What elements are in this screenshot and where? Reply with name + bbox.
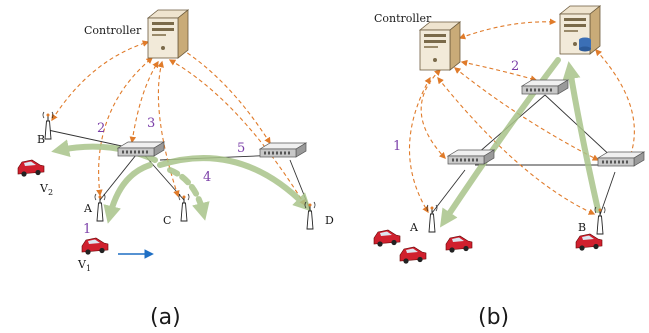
switch-b-left <box>447 149 495 165</box>
controller-server-a <box>147 9 189 59</box>
node-label-a-b: A <box>409 221 419 234</box>
node-label-b: B <box>37 133 45 146</box>
vehicle-v2 <box>17 159 45 178</box>
step-number-a-4: 4 <box>203 170 211 185</box>
panel-b: Controller A B 1 2 (b) <box>373 5 645 330</box>
vehicle-b-1 <box>373 229 401 248</box>
switch-b-top <box>521 79 569 95</box>
step-number-b-2: 2 <box>511 59 519 74</box>
controller-label-a: Controller <box>84 24 142 37</box>
step-number-a-5: 5 <box>237 141 245 156</box>
step-number-a-3: 3 <box>147 116 155 131</box>
switch-a-center <box>117 141 165 157</box>
access-point-c <box>178 193 190 222</box>
caption-b: (b) <box>478 305 509 330</box>
step-number-b-1: 1 <box>393 139 401 154</box>
database-server <box>559 5 601 55</box>
node-label-a: A <box>83 202 93 215</box>
step-number-a-1: 1 <box>83 222 91 237</box>
vehicle-label-v2: V2 <box>39 182 53 197</box>
vehicle-b-3 <box>445 235 473 254</box>
panel-a: Controller B A C D V2 V1 1 2 3 4 5 (a) <box>17 9 334 330</box>
caption-a: (a) <box>150 305 181 330</box>
node-label-d: D <box>325 214 334 227</box>
vehicle-b-2 <box>399 246 427 265</box>
node-label-b-b: B <box>578 221 586 234</box>
control-links-b <box>408 18 635 215</box>
node-label-c: C <box>163 214 171 227</box>
access-point-a <box>94 193 106 222</box>
step-number-a-2: 2 <box>97 121 105 136</box>
vehicle-label-v1: V1 <box>77 258 91 273</box>
control-links-a <box>51 40 306 207</box>
vehicle-v1 <box>81 237 109 256</box>
flow-arrows-b <box>440 57 601 228</box>
switch-b-right <box>597 151 645 167</box>
vehicle-b-4 <box>575 233 603 252</box>
controller-label-b: Controller <box>374 12 432 25</box>
switch-a-right <box>259 142 307 158</box>
controller-server-b <box>419 21 461 71</box>
